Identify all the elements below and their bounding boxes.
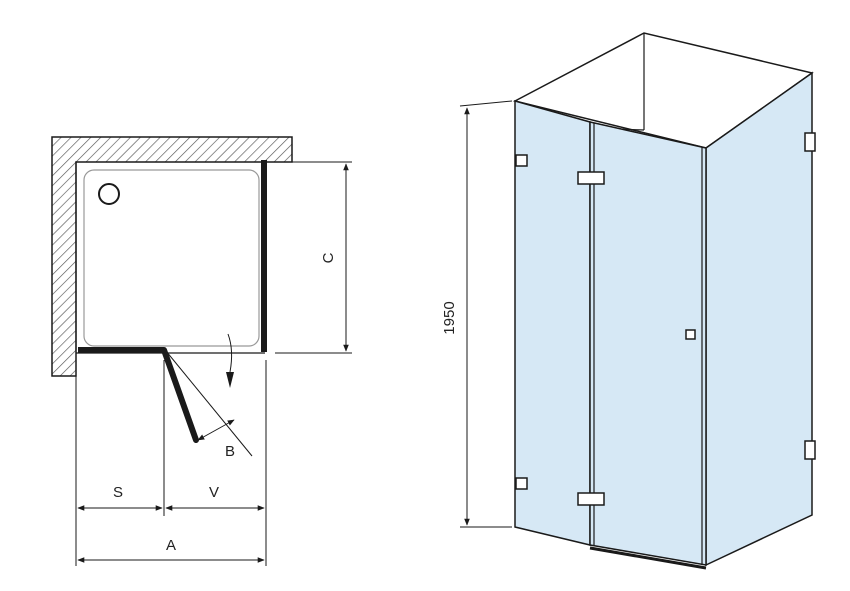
perspective-view: 1950 [441, 32, 816, 570]
plan-view: C S V A B [51, 136, 352, 566]
label-v: V [209, 484, 219, 501]
door-panel [161, 347, 199, 443]
shower-tray [83, 169, 260, 347]
wall-bracket-icon [804, 132, 816, 152]
door-knob-icon [685, 329, 696, 340]
right-glass-panel [705, 71, 813, 567]
label-c: C [320, 252, 337, 263]
hinge-icon [515, 477, 528, 490]
label-b: B [225, 443, 235, 460]
hinge-icon [577, 492, 605, 506]
hinge-icon [577, 171, 605, 185]
drain-icon [98, 183, 120, 205]
label-s: S [113, 484, 123, 501]
swing-arc [227, 333, 233, 373]
label-a: A [166, 537, 176, 554]
wall-bracket-icon [804, 440, 816, 460]
swing-arrow [226, 372, 234, 388]
hinge-icon [515, 154, 528, 167]
front-door-glass [589, 121, 707, 566]
label-height: 1950 [441, 301, 458, 334]
